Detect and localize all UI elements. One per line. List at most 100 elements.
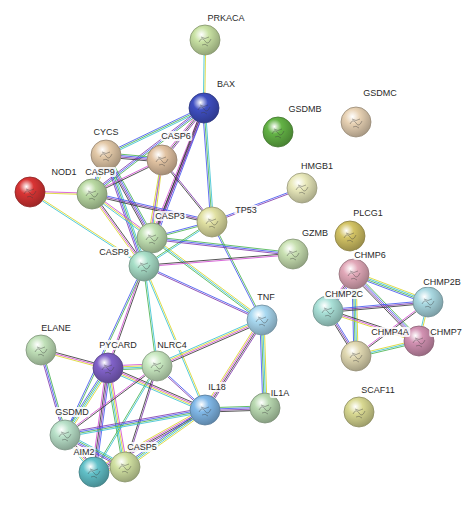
protein-node: NLRC4: [141, 350, 173, 382]
evidence-line: [164, 247, 250, 311]
protein-sphere: [128, 250, 160, 282]
sphere-body: [50, 420, 80, 450]
structure-icon: [199, 37, 211, 46]
protein-sphere: [340, 340, 372, 372]
protein-label: PRKACA: [206, 13, 245, 23]
protein-node: AIM2: [78, 456, 110, 488]
protein-sphere: [188, 92, 220, 124]
evidence-line: [206, 123, 212, 207]
protein-node: ELANE: [25, 334, 57, 366]
evidence-line: [220, 406, 250, 407]
sphere-body: [263, 117, 293, 147]
protein-sphere: [25, 334, 57, 366]
evidence-line: [95, 383, 105, 457]
structure-icon: [138, 263, 150, 272]
interaction-edge: [45, 192, 77, 194]
sphere-body: [197, 207, 227, 237]
interaction-edge: [220, 406, 250, 411]
interaction-edge: [168, 376, 195, 401]
protein-label: NLRC4: [156, 340, 188, 350]
protein-node: TP53: [196, 206, 228, 238]
evidence-line: [205, 123, 211, 207]
structure-icon: [151, 363, 163, 372]
protein-node: PLCG1: [334, 220, 366, 252]
interaction-edge: [123, 365, 142, 370]
interaction-edge: [163, 246, 251, 312]
structure-icon: [296, 185, 308, 194]
evidence-line: [72, 280, 138, 422]
evidence-line: [204, 123, 210, 207]
evidence-line: [204, 55, 206, 93]
protein-label: ELANE: [40, 323, 72, 333]
interaction-edge: [121, 154, 147, 161]
evidence-line: [169, 376, 195, 400]
protein-node: GSDMC: [340, 106, 372, 138]
protein-label: GZMB: [301, 228, 329, 238]
evidence-line: [220, 409, 250, 410]
evidence-line: [166, 225, 197, 233]
sphere-body: [93, 353, 123, 383]
evidence-line: [75, 382, 102, 424]
sphere-body: [335, 221, 365, 251]
structure-icon: [348, 271, 360, 280]
evidence-line: [123, 365, 142, 367]
protein-node: GZMB: [277, 238, 309, 270]
structure-icon: [59, 432, 71, 441]
sphere-body: [247, 305, 277, 335]
protein-sphere: [412, 286, 444, 318]
evidence-line: [159, 255, 278, 265]
evidence-line: [45, 192, 77, 193]
structure-icon: [322, 308, 334, 317]
protein-node: TNF: [246, 304, 278, 336]
protein-sphere: [286, 172, 318, 204]
evidence-line: [171, 172, 202, 211]
sphere-body: [413, 287, 443, 317]
protein-sphere: [312, 295, 344, 327]
structure-icon: [272, 129, 284, 138]
structure-icon: [206, 219, 218, 228]
sphere-body: [26, 335, 56, 365]
structure-icon: [100, 152, 112, 161]
protein-label: PLCG1: [352, 208, 384, 218]
evidence-line: [145, 281, 154, 351]
protein-sphere: [189, 394, 221, 426]
sphere-body: [137, 223, 167, 253]
protein-node: HMGB1: [286, 172, 318, 204]
evidence-line: [336, 324, 348, 344]
protein-node: CHMP6: [338, 258, 370, 290]
structure-icon: [199, 407, 211, 416]
interaction-edge: [171, 171, 203, 211]
sphere-body: [278, 239, 308, 269]
evidence-line: [121, 158, 147, 160]
sphere-body: [339, 259, 369, 289]
protein-sphere: [189, 24, 221, 56]
evidence-line: [335, 324, 347, 344]
protein-node: BAX: [188, 92, 220, 124]
sphere-body: [77, 179, 107, 209]
structure-icon: [102, 365, 114, 374]
evidence-line: [159, 256, 278, 266]
evidence-line: [371, 346, 405, 354]
protein-label: CASP6: [160, 131, 192, 141]
protein-label: CYCS: [92, 127, 119, 137]
protein-sphere: [78, 456, 110, 488]
interaction-edge: [204, 123, 213, 207]
interaction-edge: [335, 323, 350, 344]
interaction-edge: [226, 193, 288, 218]
evidence-line: [203, 55, 205, 93]
sphere-body: [313, 296, 343, 326]
protein-node: NOD1: [14, 176, 46, 208]
structure-icon: [353, 409, 365, 418]
structure-icon: [422, 299, 434, 308]
protein-label: CASP9: [84, 167, 116, 177]
protein-sphere: [76, 178, 108, 210]
interaction-edge: [94, 383, 108, 458]
protein-label: PYCARD: [98, 340, 138, 350]
evidence-line: [165, 246, 251, 310]
evidence-line: [138, 420, 194, 460]
evidence-line: [369, 277, 415, 294]
structure-icon: [350, 119, 362, 128]
evidence-line: [343, 302, 413, 308]
protein-sphere: [146, 144, 178, 176]
protein-node: GSDMB: [262, 116, 294, 148]
